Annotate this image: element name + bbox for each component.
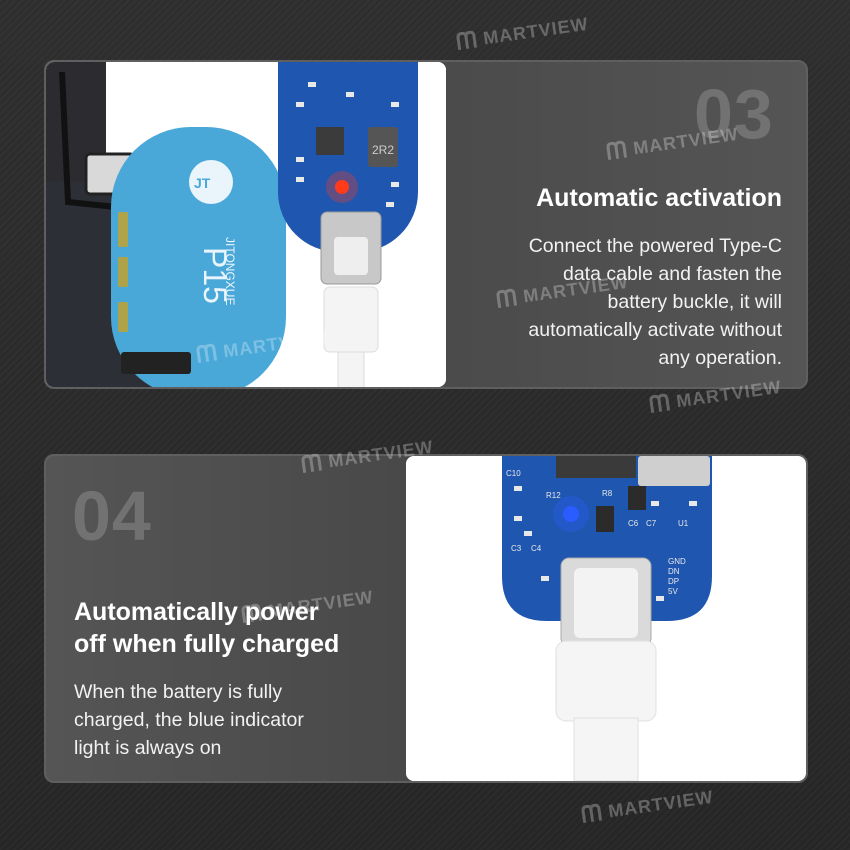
- board-brand: JITONGXUE: [223, 237, 237, 305]
- watermark: MARTVIEW: [647, 376, 783, 416]
- watermark: MARTVIEW: [454, 13, 590, 53]
- component-label: C3: [511, 544, 522, 553]
- activation-photo: JT JITONGXUE P15 2R2: [46, 62, 446, 387]
- charging-illustration: R12 R8 C6 C7 C3 C4 U1 C10 GND DN DP 5V: [406, 456, 806, 781]
- component-label: C4: [531, 544, 542, 553]
- component-label: U1: [678, 519, 689, 528]
- charging-photo: R12 R8 C6 C7 C3 C4 U1 C10 GND DN DP 5V: [406, 456, 806, 781]
- watermark: MARTVIEW: [194, 326, 330, 366]
- body-line: any operation.: [658, 347, 782, 369]
- feature-panel-04: 04 Automatically power off when fully ch…: [44, 454, 808, 783]
- step-number: 03: [694, 75, 774, 153]
- body-line: When the battery is fully: [74, 681, 283, 703]
- body-line: light is always on: [74, 737, 222, 759]
- section-body: When the battery is fully charged, the b…: [74, 678, 374, 762]
- body-line: battery buckle, it will: [607, 291, 782, 313]
- martview-logo-icon: [196, 343, 218, 364]
- inductor-label: 2R2: [372, 143, 394, 157]
- section-body: Connect the powered Type-C data cable an…: [442, 232, 782, 372]
- title-line: off when fully charged: [74, 630, 340, 658]
- activation-illustration: JT JITONGXUE P15 2R2: [46, 62, 446, 387]
- feature-panel-03: JT JITONGXUE P15 2R2 03 Automat: [44, 60, 808, 389]
- body-line: automatically activate without: [528, 319, 782, 341]
- watermark: MARTVIEW: [604, 123, 740, 163]
- pin-label: DN: [668, 567, 680, 576]
- title-line: Automatically power: [74, 598, 319, 626]
- component-label: R8: [602, 489, 613, 498]
- pin-label: 5V: [668, 587, 678, 596]
- martview-logo-icon: [301, 453, 323, 474]
- svg-text:JT: JT: [194, 175, 211, 191]
- watermark: MARTVIEW: [299, 436, 435, 476]
- section-title: Automatic activation: [536, 184, 782, 212]
- pin-label: DP: [668, 577, 679, 586]
- martview-logo-icon: [241, 603, 263, 624]
- component-label: C7: [646, 519, 657, 528]
- component-label: C10: [506, 469, 521, 478]
- pin-label: GND: [668, 557, 686, 566]
- watermark: MARTVIEW: [239, 586, 375, 626]
- watermark: MARTVIEW: [494, 271, 630, 311]
- component-label: C6: [628, 519, 639, 528]
- body-line: charged, the blue indicator: [74, 709, 304, 731]
- component-label: R12: [546, 491, 561, 500]
- watermark: MARTVIEW: [579, 786, 715, 826]
- body-line: data cable and fasten the: [562, 263, 782, 285]
- section-title: Automatically power off when fully charg…: [74, 596, 339, 660]
- body-line: Connect the powered Type-C: [528, 235, 782, 257]
- martview-logo-icon: [606, 140, 628, 161]
- martview-logo-icon: [496, 288, 518, 309]
- step-number: 04: [72, 477, 152, 555]
- board-model: P15: [197, 247, 233, 304]
- martview-logo-icon: [649, 393, 671, 414]
- martview-logo-icon: [456, 30, 478, 51]
- martview-logo-icon: [581, 803, 603, 824]
